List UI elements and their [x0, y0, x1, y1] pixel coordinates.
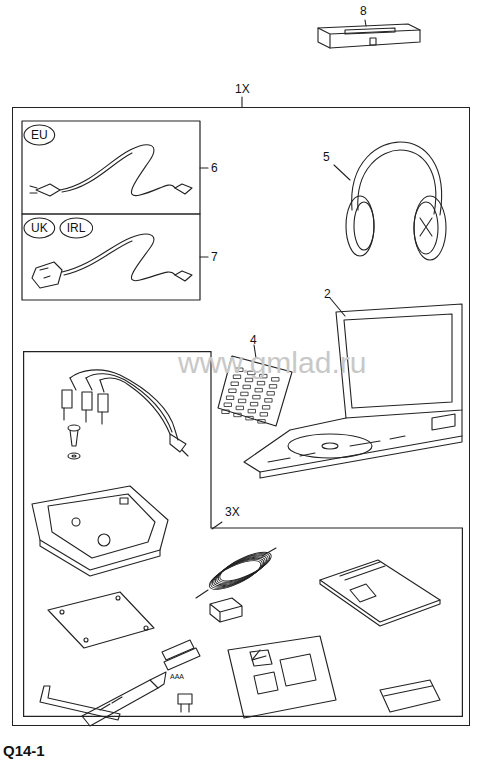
- callout-number: 7: [211, 250, 218, 264]
- mounting-bracket: [32, 486, 168, 576]
- callout-number: 6: [211, 161, 218, 175]
- region-oval: EU: [23, 124, 56, 146]
- quantity-label: 1X: [235, 82, 250, 96]
- drilling-template: [228, 636, 336, 718]
- utility-knife: [82, 672, 166, 726]
- fuse: [178, 694, 192, 712]
- wireless-headphones: [334, 142, 446, 260]
- carry-case: [318, 20, 420, 48]
- uk-power-cable: [32, 234, 192, 288]
- kit-box: 1XEUUKIRL3X: [12, 107, 470, 726]
- hex-key: [40, 686, 120, 720]
- cable-coil: [196, 547, 276, 598]
- plastic-bag: [380, 680, 440, 712]
- region-code: UK: [31, 221, 48, 235]
- region-code: IRL: [67, 221, 86, 235]
- quantity-label: 3X: [225, 505, 240, 519]
- aaa-batteries: [162, 640, 200, 670]
- av-cable: [62, 370, 188, 456]
- callout-number: 4: [250, 333, 257, 347]
- mounting-plate: [48, 592, 154, 648]
- eu-power-cable: [30, 145, 192, 196]
- portable-dvd-player: [244, 298, 462, 478]
- accessory-outline: [23, 351, 463, 717]
- screw-and-washer: [68, 425, 80, 459]
- cleaning-pad: [210, 598, 242, 622]
- accessory-box: 3X: [23, 351, 463, 717]
- battery-marking: AAA: [170, 673, 184, 680]
- watermark: www.gmlad.ru: [178, 346, 366, 380]
- region-oval: UK: [23, 217, 56, 239]
- user-manual: [320, 560, 440, 626]
- callout-number: 5: [323, 150, 330, 164]
- region-code: EU: [31, 128, 48, 142]
- callout-number: 8: [360, 4, 367, 18]
- region-oval: IRL: [59, 217, 94, 239]
- figure-code: Q14-1: [3, 742, 45, 759]
- callout-number: 2: [324, 287, 331, 301]
